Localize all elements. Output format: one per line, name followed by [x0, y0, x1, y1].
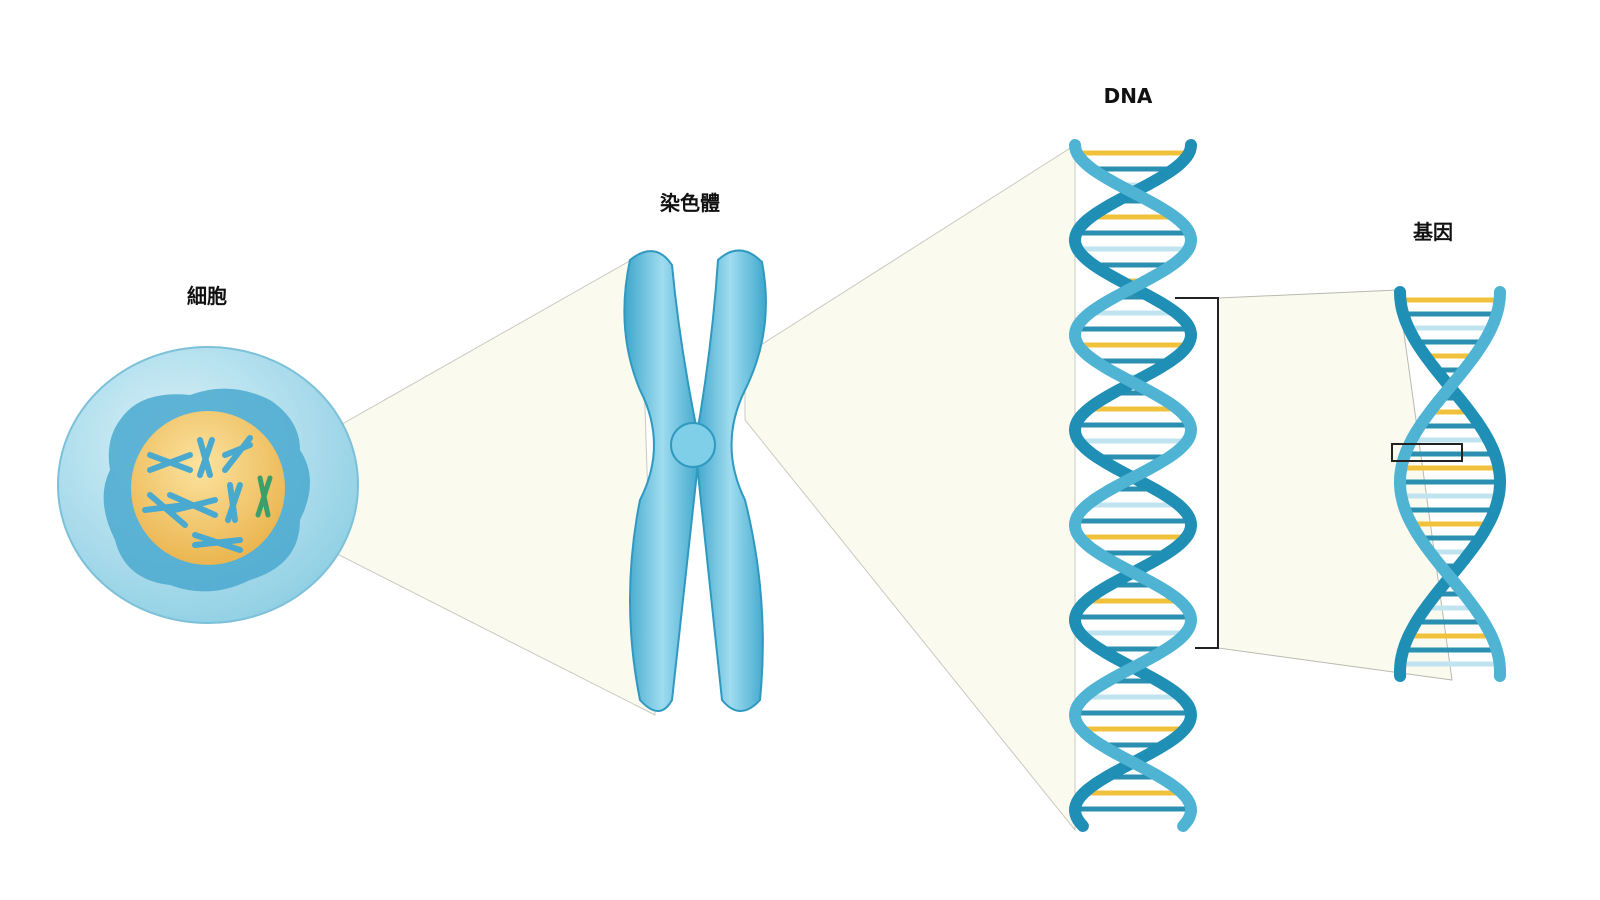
gene-helix-segment [1394, 286, 1506, 682]
label-cell: 細胞 [187, 284, 227, 308]
chromosome-illustration [623, 249, 767, 712]
gene-bracket [1175, 297, 1219, 649]
label-dna: DNA [1103, 84, 1153, 108]
gene-backbone-strand [1394, 286, 1506, 682]
dna-double-helix [1068, 139, 1198, 832]
dna-backbone-strand [1068, 139, 1198, 832]
gene-backbone-strand [1394, 286, 1506, 682]
dna-backbone-strand [1068, 139, 1198, 832]
zoom-cone-chromosome-to-dna [744, 144, 1076, 832]
label-gene: 基因 [1413, 220, 1453, 244]
base-pair-highlight-box [1391, 443, 1463, 462]
label-chromosome: 染色體 [660, 191, 720, 215]
cell-illustration [57, 346, 359, 624]
